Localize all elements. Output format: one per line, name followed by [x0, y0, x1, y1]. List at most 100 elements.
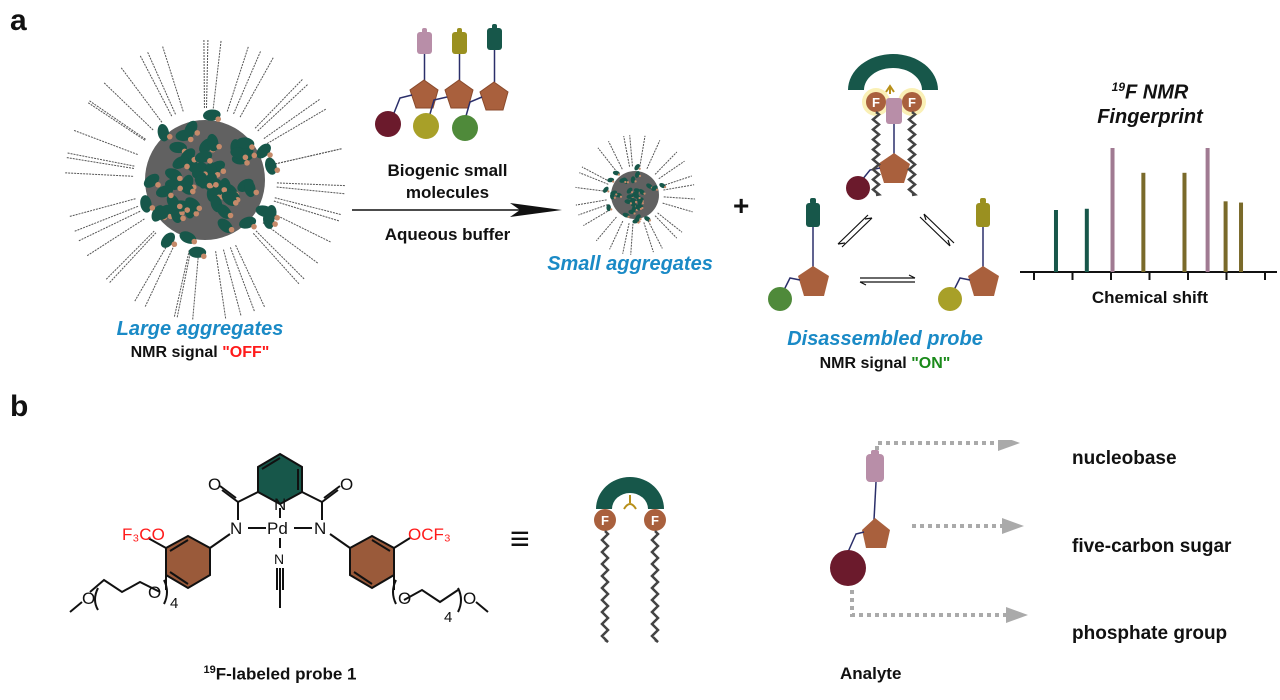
phosphate-shape — [830, 550, 866, 586]
atom-o-peg-left-2: O — [148, 583, 161, 602]
aggregate-tail — [192, 251, 200, 320]
nucleobase-shape — [866, 454, 884, 482]
aggregate-tail — [229, 247, 255, 312]
aggregate-tail — [78, 210, 141, 242]
aggregate-fluorine — [630, 191, 634, 194]
aggregate-unit — [244, 179, 256, 198]
aggregate-tail — [575, 186, 607, 192]
aggregate-fluorine — [274, 167, 281, 173]
aggregate-fluorine — [663, 186, 667, 189]
aggregate-fluorine — [213, 181, 219, 188]
aggregate-fluorine — [629, 202, 633, 205]
atom-pd: Pd — [267, 519, 288, 538]
panel-label-b: b — [10, 390, 29, 423]
caption-main: F-labeled probe 1 — [215, 664, 357, 684]
aggregate-tail — [87, 102, 146, 141]
disassembled-probe-illustration: F F — [768, 54, 999, 311]
aggregate-fluorine — [607, 190, 610, 193]
probe-f-right: F — [651, 513, 659, 528]
aggregate-tail — [73, 129, 138, 155]
aggregate-fluorine — [221, 187, 228, 193]
aggregate-fluorine — [251, 152, 258, 159]
atom-n-pyridine: N — [274, 495, 286, 514]
aggregate-tail — [654, 151, 678, 175]
aggregate-tail — [276, 182, 345, 187]
signal-prefix: NMR signal — [130, 344, 223, 361]
nmr-peak-8 — [1239, 202, 1244, 272]
aggregate-tail — [226, 46, 249, 112]
nmr-peak-3 — [1110, 148, 1115, 272]
aggregate-fluorine — [189, 188, 196, 195]
aggregate-fluorine — [194, 130, 201, 136]
aggregate-tail — [262, 222, 319, 264]
aggregate-fluorine — [274, 214, 280, 221]
atom-n-right: N — [314, 519, 326, 538]
title-superscript: 19 — [1111, 80, 1126, 94]
label-five-carbon-sugar: five-carbon sugar — [1072, 536, 1232, 557]
nmr-peak-4 — [1141, 172, 1146, 272]
signal-prefix: NMR signal — [819, 355, 912, 372]
aggregate-fluorine — [149, 205, 156, 211]
aggregate-unit — [160, 232, 175, 248]
atom-n-nitrile: N — [274, 551, 284, 567]
aggregate-unit — [610, 192, 615, 200]
aggregate-tail — [578, 204, 609, 216]
aggregate-unit — [602, 186, 609, 193]
aggregate-tail — [252, 233, 300, 285]
aggregate-tail — [663, 196, 695, 200]
aggregate-fluorine — [191, 238, 198, 245]
aggregate-unit — [634, 164, 640, 171]
aggregate-unit — [265, 205, 277, 223]
small-aggregates-caption: Small aggregates — [547, 253, 713, 275]
aggregate-unit — [634, 171, 640, 178]
aggregate-fluorine — [272, 221, 278, 227]
aggregate-fluorine — [184, 207, 191, 213]
large-aggregates-signal: NMR signal "OFF" — [100, 344, 300, 362]
aggregate-fluorine — [166, 133, 173, 140]
aggregate-tail — [623, 135, 631, 167]
small-aggregate-illustration — [575, 135, 695, 255]
aggregate-unit — [166, 194, 180, 211]
aggregate-unit — [184, 120, 198, 138]
probe-cartoon: F F — [594, 477, 666, 644]
aggregate-tail — [255, 230, 305, 280]
large-aggregate-illustration — [65, 40, 345, 320]
aggregate-tail — [239, 57, 274, 118]
aggregate-fluorine — [619, 195, 623, 198]
reaction-arrow — [352, 203, 562, 217]
aggregate-fluorine — [184, 163, 190, 170]
aggregate-tail — [662, 175, 693, 187]
aggregate-fluorine — [615, 193, 618, 196]
aggregate-fluorine — [249, 144, 255, 150]
reagent-label: Biogenic small molecules — [360, 160, 535, 204]
ocf3-left: F₃CO — [122, 525, 165, 544]
aggregate-tail — [274, 197, 341, 215]
aggregate-tail — [144, 244, 175, 307]
aggregate-tail — [276, 186, 345, 195]
aggregate-fluorine — [244, 160, 250, 166]
aggregate-tail — [74, 205, 139, 232]
aggregate-fluorine — [638, 174, 642, 178]
atom-o-right: O — [340, 475, 353, 494]
aggregate-fluorine — [253, 189, 260, 196]
aggregate-tail — [66, 157, 135, 169]
nmr-peak-1 — [1053, 210, 1058, 272]
aggregate-unit — [140, 195, 152, 213]
aggregate-tail — [647, 220, 663, 249]
aggregate-fluorine — [639, 217, 642, 221]
aggregate-tail — [597, 147, 618, 173]
probe-analyte-complex: F F — [846, 54, 938, 200]
aggregate-tail — [147, 52, 176, 115]
aggregate-fluorine — [176, 203, 183, 210]
aggregate-fluorine — [177, 185, 183, 192]
aggregate-tail — [65, 172, 134, 177]
title-line-2: Fingerprint — [1097, 105, 1203, 128]
aggregate-fluorine — [613, 196, 616, 199]
molecule-pink — [375, 28, 439, 137]
nmr-peak-2 — [1084, 208, 1089, 272]
aggregate-unit — [606, 204, 611, 212]
aggregate-fluorine — [612, 180, 615, 183]
aggregate-fluorine — [206, 182, 213, 189]
aggregate-fluorine — [216, 143, 222, 150]
probe-f-left: F — [601, 513, 609, 528]
